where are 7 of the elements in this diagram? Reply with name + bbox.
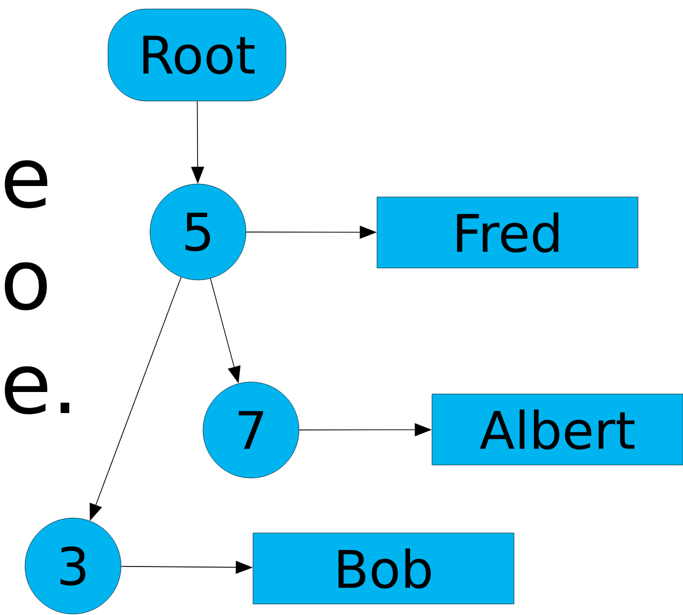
value-box: Bob (252, 532, 514, 604)
text-fragment: o (4, 262, 47, 310)
value-box: Fred (376, 196, 638, 268)
value-box: Albert (432, 394, 683, 466)
text-fragment: e (4, 160, 48, 208)
text-fragment: e. (4, 366, 70, 414)
root-box: Root (108, 8, 286, 102)
